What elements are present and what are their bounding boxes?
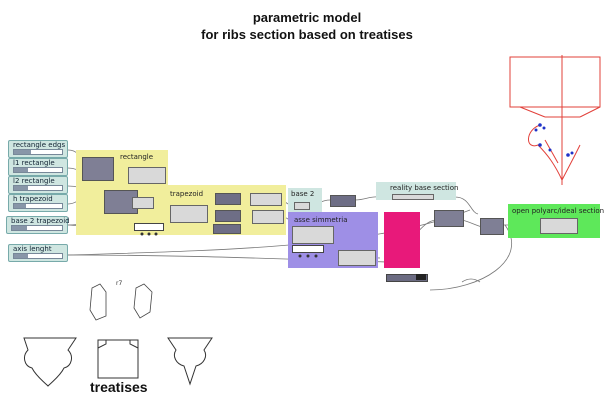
treatise-sketch-top [89, 283, 153, 321]
component-node[interactable] [250, 193, 282, 206]
component-node[interactable] [215, 193, 241, 205]
slider-fill [12, 226, 27, 230]
treatises-label: treatises [90, 379, 148, 395]
component-node[interactable] [128, 167, 166, 184]
slider-track[interactable] [13, 149, 63, 155]
slider-track[interactable] [13, 203, 63, 209]
slider-label: l2 rectangle [13, 177, 55, 185]
component-node[interactable] [292, 226, 334, 244]
slider-l1-rectangle[interactable]: l1 rectangle [8, 158, 68, 176]
group-label: asse simmetria [294, 216, 348, 224]
treatise-sketch-bottom [23, 337, 213, 387]
group-label: rectangle [120, 153, 154, 161]
slider-rectangle-edgs[interactable]: rectangle edgs [8, 140, 68, 158]
slider-label: base 2 trapezoid [11, 217, 70, 225]
group-label: base 2 [291, 190, 315, 198]
slider-h-trapezoid[interactable]: h trapezoid [8, 194, 68, 212]
slider-label: axis lenght [13, 245, 52, 253]
slider-track[interactable] [13, 185, 63, 191]
component-node[interactable] [392, 194, 434, 200]
rib-section-drawing [509, 55, 601, 185]
title-line-1: parametric model [252, 10, 362, 25]
component-node[interactable] [434, 210, 464, 227]
panel-node[interactable] [134, 223, 164, 236]
slider-track[interactable] [13, 253, 63, 259]
magenta-block[interactable] [384, 212, 420, 268]
component-node[interactable] [213, 224, 241, 234]
panel-node[interactable] [292, 245, 324, 258]
group-label: open polyarc/ideal section [512, 207, 605, 215]
slider-axis-lenght[interactable]: axis lenght [8, 244, 68, 262]
bottom-node[interactable] [386, 274, 428, 282]
slider-base-2-trapezoid[interactable]: base 2 trapezoid [6, 216, 70, 234]
component-node[interactable] [480, 218, 504, 235]
component-node[interactable] [338, 250, 376, 266]
slider-fill [14, 254, 29, 258]
dots-icon [298, 254, 318, 258]
dots-icon [140, 232, 158, 236]
slider-track[interactable] [11, 225, 63, 231]
title-line-2: for ribs section based on treatises [201, 27, 413, 42]
slider-fill [14, 204, 26, 208]
component-node[interactable] [215, 210, 241, 222]
sketch-label: r7 [116, 280, 123, 287]
slider-track[interactable] [13, 167, 63, 173]
slider-label: h trapezoid [13, 195, 53, 203]
slider-l2-rectangle[interactable]: l2 rectangle [8, 176, 68, 194]
slider-fill [14, 150, 31, 154]
group-label: trapezoid [170, 190, 204, 198]
component-node[interactable] [540, 218, 578, 234]
bottom-node-end [416, 274, 426, 280]
slider-label: rectangle edgs [13, 141, 66, 149]
component-node[interactable] [170, 205, 208, 223]
group-label: reality base section [390, 184, 459, 192]
component-node[interactable] [252, 210, 284, 224]
slider-fill [14, 186, 29, 190]
slider-fill [14, 168, 29, 172]
component-node[interactable] [82, 157, 114, 181]
component-node[interactable] [330, 195, 356, 207]
component-node[interactable] [132, 197, 154, 209]
component-node[interactable] [294, 202, 310, 210]
slider-label: l1 rectangle [13, 159, 55, 167]
